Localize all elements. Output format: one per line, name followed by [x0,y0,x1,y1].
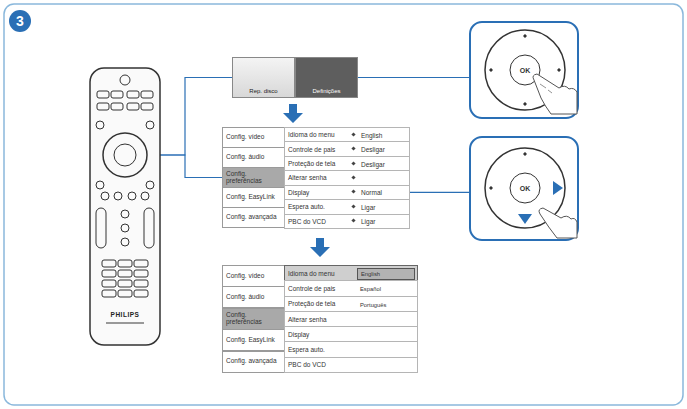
value-marker [351,204,355,208]
value-marker [351,146,355,150]
node-text: Config. áudio [226,154,264,161]
settings-row: Idioma do menu English [284,127,410,142]
setting-value: Normal [361,189,382,196]
node-text: Display [288,189,309,196]
node-text: Alterar senha [288,174,327,181]
node-text: Config. EasyLink [226,194,275,201]
settings-category: Config. avançada [222,351,285,373]
remote-control-label: PHILIPS [90,68,160,345]
ok-dial: OK [485,30,565,110]
settings-category: Config. preferências [222,308,285,330]
node-text: Config. vídeo [226,134,264,141]
hand [540,84,552,93]
node-text: Config. vídeo [226,273,264,280]
node-text: OK [520,67,531,74]
node-text: Idioma do menu [288,270,335,277]
settings-row: Controle de pais Español [284,280,418,296]
settings-row: Display Normal [284,185,410,200]
setting-value: Ligar [361,218,375,225]
remote-control [90,68,160,345]
node-text: Proteção de tela [288,300,335,307]
node-text: PBC do VCD [288,218,326,225]
node-text: PBC do VCD [288,361,326,368]
settings-category: Config. vídeo [222,265,285,287]
setting-value: Ligar [361,203,375,210]
right-arrow-key [553,181,563,195]
node-text: Config. avançada [226,214,277,221]
node-text: Definições [312,88,340,94]
node-text: OK [520,185,531,192]
value-marker [351,161,355,165]
node-text: Rep. disco [249,88,277,94]
callout-number: 3 [9,10,31,32]
option-box: Português [357,299,415,311]
node-text: PHILIPS [111,311,140,318]
node-text: Controle de pais [288,146,335,153]
settings-row: PBC do VCD Ligar [284,214,410,229]
connector-line [358,77,486,78]
node-text: Display [288,331,309,338]
ok-dial: OK [485,148,565,228]
frame [4,4,683,405]
node-text: Controle de pais [288,285,335,292]
settings-row: PBC do VCD [284,357,418,373]
node-text: Espera auto. [288,203,325,210]
settings-row: Espera auto. Ligar [284,199,410,214]
value-marker [351,219,355,223]
down-arrow [283,104,303,123]
hand [539,208,577,238]
connector-line [160,155,222,178]
value-marker [351,175,355,179]
setting-value: English [361,131,382,138]
node-text: Proteção de tela [288,160,335,167]
down-arrow-key [518,214,532,224]
settings-row: Idioma do menu English [284,265,418,281]
settings-row: Proteção de tela Português [284,296,418,312]
settings-category: Config. EasyLink [222,329,285,351]
settings-row: Proteção de tela Desligar [284,156,410,171]
node-text: Config. preferências [226,171,281,185]
settings-category: Config. vídeo [222,127,285,148]
node-text: Português [360,302,386,308]
value-marker [351,190,355,194]
settings-category: Config. EasyLink [222,187,285,208]
setting-value: Desligar [361,146,385,153]
setting-value: Desligar [361,160,385,167]
settings-row: Controle de pais Desligar [284,141,410,156]
settings-row: Display [284,326,418,342]
node-text: Espera auto. [288,346,325,353]
node-text: Idioma do menu [288,131,335,138]
settings-row: Alterar senha [284,170,410,185]
node-text: Config. preferências [226,312,281,326]
settings-category: Config. avançada [222,207,285,228]
settings-category: Config. preferências [222,167,285,188]
settings-category: Config. áudio [222,286,285,308]
menu-tab-selected: Definições [295,57,358,98]
value-marker [351,132,355,136]
settings-row: Espera auto. [284,341,418,357]
node-text: Config. EasyLink [226,337,275,344]
navigation-dial [485,30,565,228]
settings-category: Config. áudio [222,147,285,168]
node-text: English [361,271,380,277]
settings-row: Alterar senha [284,311,418,327]
hand [533,74,577,114]
menu-tab: Rep. disco [232,57,295,98]
node-text: Config. avançada [226,358,277,365]
down-arrow [310,238,330,257]
dial-panel [470,137,578,240]
node-text: Alterar senha [288,316,327,323]
option-box: English [357,268,415,280]
option-box: Español [357,283,415,295]
node-text: Español [360,286,381,292]
node-text: Config. áudio [226,294,264,301]
dial-panel [470,22,578,118]
